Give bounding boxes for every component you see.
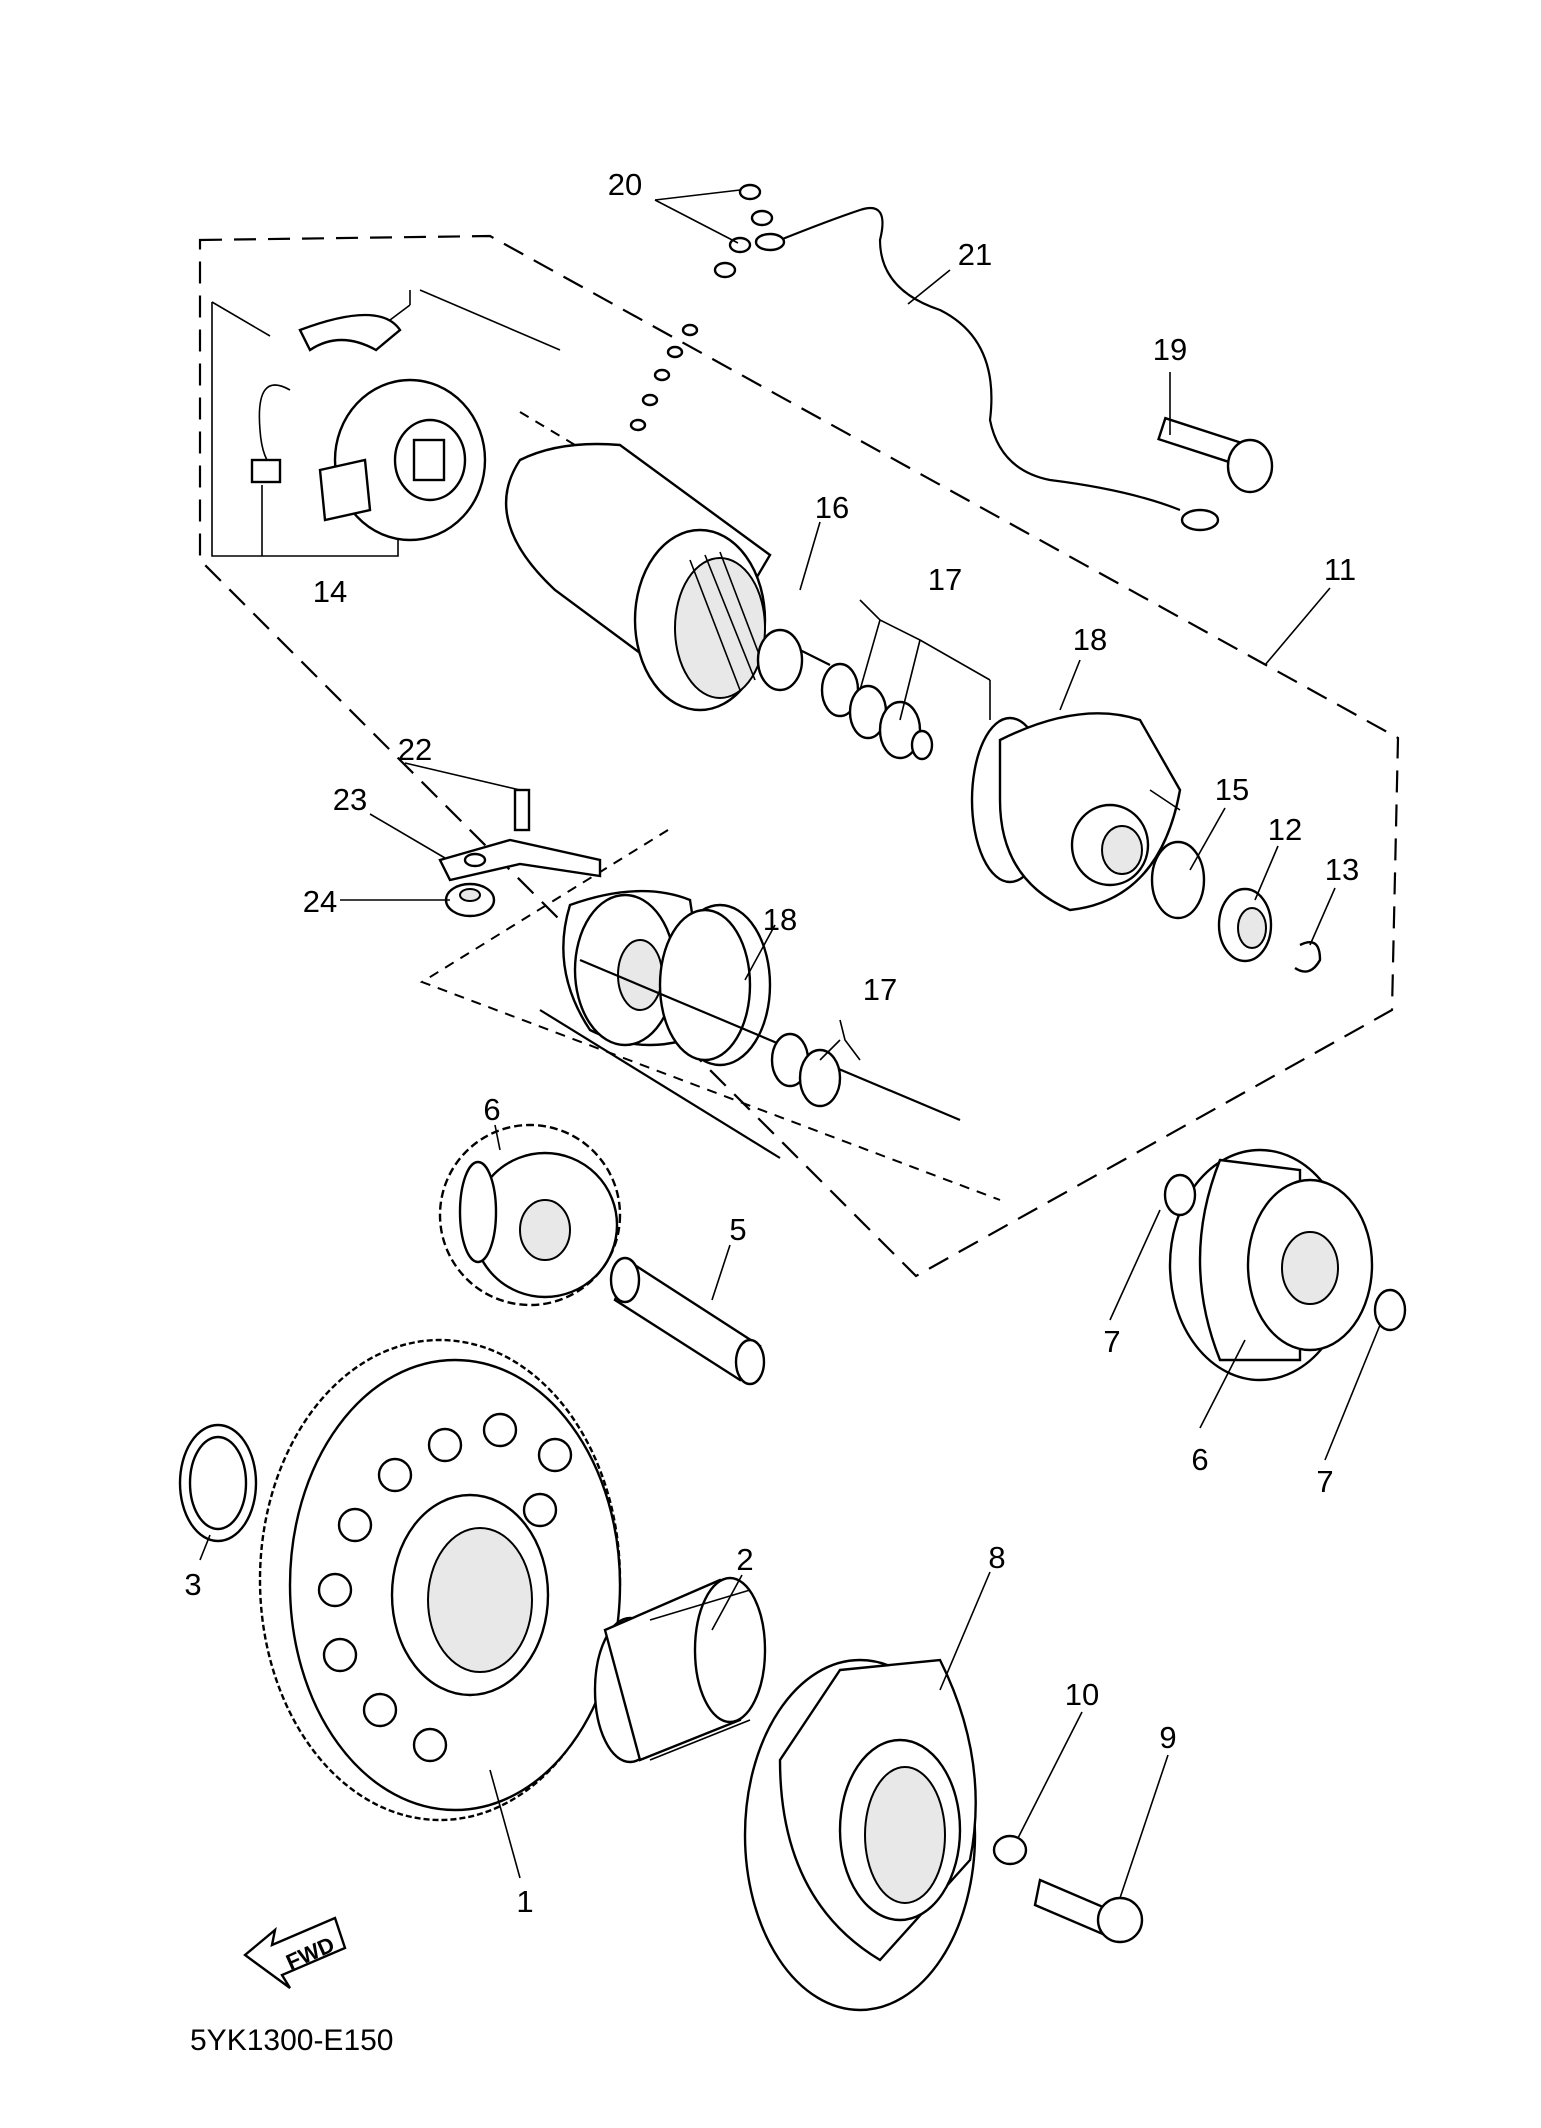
callout-5: 6 [483, 1092, 500, 1127]
callout-7-left: 7 [1103, 1324, 1120, 1359]
shaft-4 [609, 1256, 766, 1386]
callout-labels: 20 21 19 11 16 17 18 14 15 12 13 22 23 2… [184, 167, 1359, 1919]
bracket-22-23 [438, 788, 602, 882]
callout-1: 1 [516, 1884, 533, 1919]
callout-17-lower: 17 [863, 972, 897, 1007]
collar-3 [178, 1423, 258, 1543]
front-cover [970, 712, 1182, 912]
washer-10 [992, 1834, 1028, 1866]
callout-22: 22 [398, 732, 432, 767]
callout-13: 13 [1325, 852, 1359, 887]
washer-7-right [1373, 1288, 1407, 1332]
leader-lines [199, 189, 1381, 1899]
grommet-24 [444, 882, 496, 918]
idler-gear-5 [438, 1123, 622, 1307]
thrust-washers [820, 662, 934, 761]
starter-wheel-gear-1 [258, 1338, 622, 1822]
callout-14: 14 [313, 574, 347, 609]
callout-9: 9 [1159, 1720, 1176, 1755]
diagram-code: 5YK1300-E150 [190, 2024, 394, 2057]
callout-10: 10 [1065, 1677, 1099, 1712]
callout-24: 24 [303, 884, 337, 919]
nuts-20 [629, 183, 774, 432]
callout-18-upper: 18 [1073, 622, 1107, 657]
callout-19: 19 [1153, 332, 1187, 367]
washer-7-left [1163, 1173, 1197, 1217]
callout-12: 12 [1268, 812, 1302, 847]
starter-yoke [505, 442, 831, 712]
pinion-gear-12 [1217, 887, 1273, 963]
callout-4: 5 [729, 1212, 746, 1247]
o-ring-15 [1150, 840, 1206, 920]
cap-19 [1157, 416, 1274, 494]
lead-wire-21 [754, 207, 1220, 532]
callout-21: 21 [958, 237, 992, 272]
callout-6-label: 6 [1191, 1442, 1208, 1477]
callout-8: 8 [988, 1540, 1005, 1575]
callout-16: 16 [815, 490, 849, 525]
callout-18-lower: 18 [763, 902, 797, 937]
fwd-arrow-icon: FWD [243, 1916, 347, 1989]
callout-17-upper: 17 [928, 562, 962, 597]
circlip-13 [1294, 940, 1322, 973]
callout-11: 11 [1324, 552, 1356, 587]
reduction-gear-6 [1168, 1148, 1374, 1382]
needle-bearing-2 [593, 1576, 767, 1764]
callout-15: 15 [1215, 772, 1249, 807]
starter-clutch-8 [743, 1658, 977, 2012]
callout-3: 3 [184, 1567, 201, 1602]
bolt-9 [1033, 1878, 1144, 1944]
callout-7-right: 7 [1316, 1464, 1333, 1499]
brush-holder-assembly [211, 289, 561, 557]
callout-23: 23 [333, 782, 367, 817]
callout-20: 20 [608, 167, 642, 202]
callout-2: 2 [736, 1542, 753, 1577]
rear-cover [539, 889, 961, 1159]
washers-17-lower [770, 1032, 842, 1108]
